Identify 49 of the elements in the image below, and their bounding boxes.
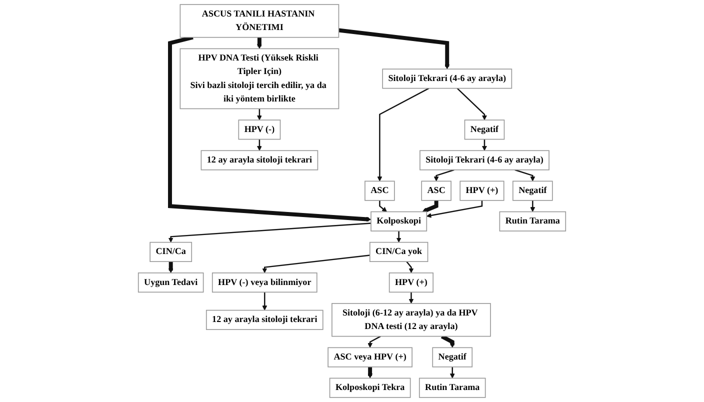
arrow <box>456 88 487 120</box>
arrow <box>440 334 455 348</box>
arrow <box>434 169 454 182</box>
process-box: ASCUS TANILI HASTANIN YÖNETIMI <box>180 4 340 38</box>
process-box: Sitoloji Tekrari (4-6 ay arayla) <box>420 150 550 170</box>
process-box: Kolposkopi Tekra <box>329 378 411 398</box>
arrow <box>368 336 381 348</box>
process-box: HPV (+) <box>388 272 434 293</box>
arrow <box>168 262 174 274</box>
arrow <box>482 139 487 151</box>
process-box: CIN/Ca yok <box>369 242 428 262</box>
process-box: Kolposkopi <box>370 211 428 232</box>
process-box: HPV DNA Testi (Yüksek Riskli Tipler Için) Sivi bazli sitoloji tercih edilir, ya da iki yöntem birlikte <box>180 48 340 110</box>
arrow <box>256 108 262 120</box>
arrow <box>530 200 536 212</box>
process-box: Negatif <box>512 180 553 201</box>
process-box: ASC veya HPV (+) <box>328 347 412 368</box>
process-box: Negatif <box>464 120 505 140</box>
arrow <box>168 222 372 243</box>
process-box: CIN/Ca <box>150 242 192 262</box>
process-box: Sitoloji (6-12 ay arayla) ya da HPV DNA testi (12 ay arayla) <box>332 303 491 337</box>
process-box: Sitoloji Tekrari (4-6 ay arayla) <box>382 68 512 89</box>
arrow <box>168 35 372 222</box>
arrow <box>450 366 455 378</box>
process-box: ASC <box>364 180 395 201</box>
arrow <box>368 366 373 378</box>
arrow <box>408 292 414 304</box>
arrow <box>514 169 536 182</box>
process-box: 12 ay arayla sitoloji tekrari <box>200 150 318 170</box>
arrow <box>262 254 370 274</box>
arrow <box>338 28 450 70</box>
process-box: HPV (-) veya bilinmiyor <box>212 272 318 293</box>
arrow <box>256 139 262 151</box>
process-box: ASC <box>421 180 452 201</box>
process-box: Rutin Tarama <box>499 211 566 232</box>
arrow <box>379 200 387 212</box>
process-box: HPV (-) <box>238 120 281 140</box>
arrow <box>256 37 262 49</box>
arrow <box>422 200 438 213</box>
process-box: Uygun Tedavi <box>138 272 204 293</box>
process-box: 12 ay arayla sitoloji tekrari <box>206 310 324 330</box>
arrow <box>426 200 483 218</box>
process-box: Negatif <box>432 347 473 368</box>
arrow <box>406 261 414 274</box>
arrow <box>396 231 402 243</box>
arrow <box>377 88 430 182</box>
arrow <box>262 292 268 310</box>
process-box: HPV (+) <box>460 180 504 201</box>
process-box: Rutin Tarama <box>418 378 486 398</box>
